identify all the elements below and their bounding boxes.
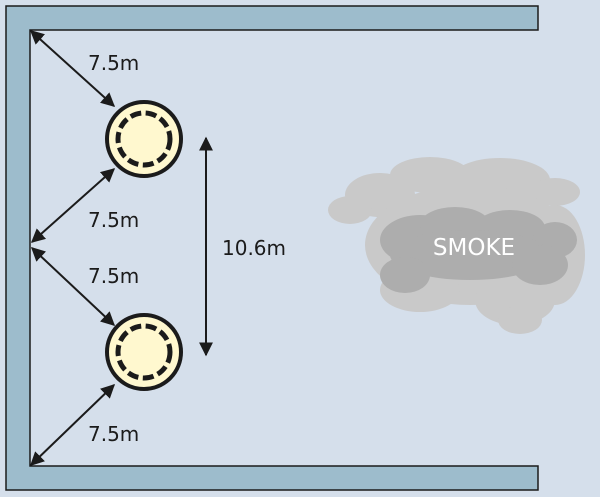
smoke-label: SMOKE: [433, 235, 515, 261]
distance-label-bottom-corner: 7.5m: [88, 422, 139, 446]
distance-arrow-bottom-corner: [29, 384, 116, 466]
detector-spacing-label: 10.6m: [222, 236, 286, 260]
distance-label-top-corner: 7.5m: [88, 51, 139, 75]
smoke-cloud: SMOKE: [328, 157, 585, 334]
smoke-detector-bottom: [105, 313, 183, 391]
distance-arrow-lower-mid: [30, 247, 116, 326]
distance-label-upper-mid: 7.5m: [88, 208, 139, 232]
distance-arrow-top-corner: [29, 30, 116, 107]
distance-arrow-upper-mid: [30, 168, 116, 243]
room-wall: [5, 5, 539, 491]
distance-label-lower-mid: 7.5m: [88, 264, 139, 288]
smoke-detector-top: [105, 100, 183, 178]
